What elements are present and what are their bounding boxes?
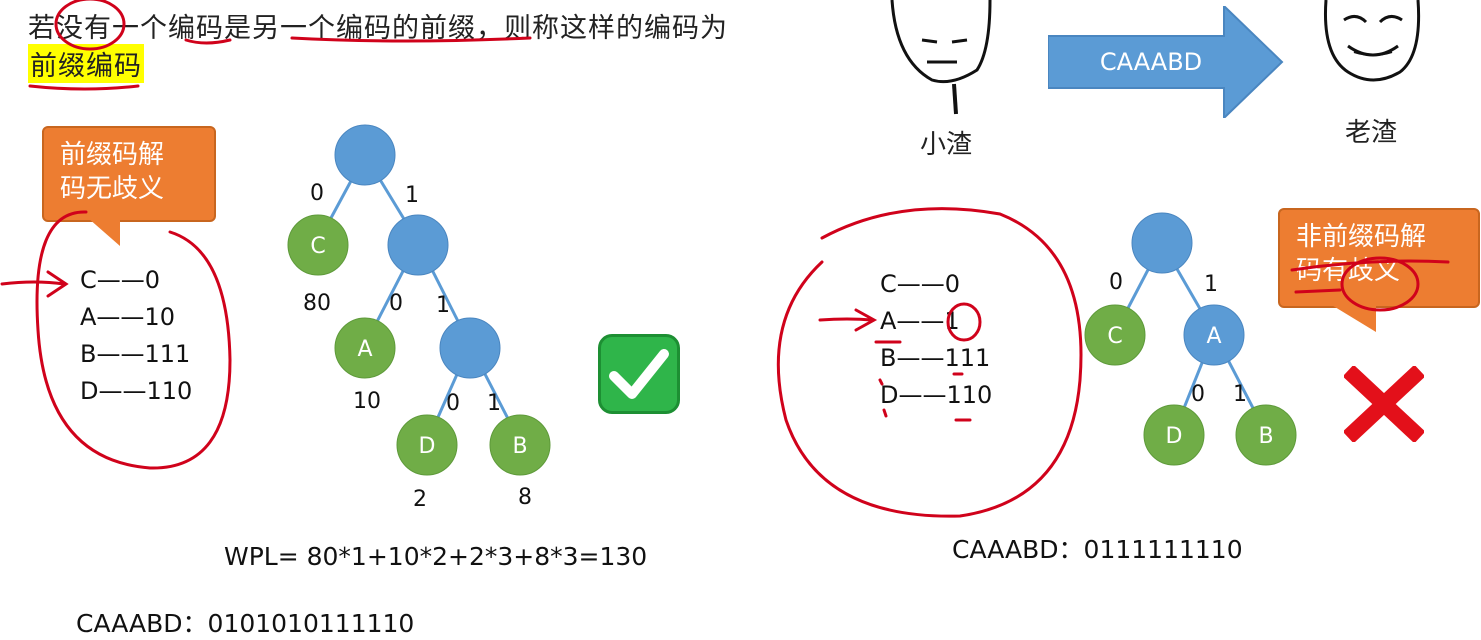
tree-leaf-b (489, 414, 551, 476)
underline-mark (1290, 259, 1450, 272)
code-entry-d: D——110 (880, 381, 993, 409)
code-entry-c: C——0 (880, 270, 961, 298)
weight-label-c: 80 (303, 291, 331, 316)
cross-mark-icon (1344, 366, 1424, 442)
tree-leaf-b (1235, 404, 1297, 466)
edge-label: 1 (436, 293, 450, 318)
edge-label: 1 (1233, 382, 1247, 407)
circle-mark (54, 0, 126, 51)
tree-root-node (334, 124, 396, 186)
sender-name: 小渣 (920, 130, 973, 160)
code-entry-c: C——0 (80, 266, 161, 294)
circle-mark (776, 207, 1083, 518)
tree-node-a (1183, 304, 1245, 366)
dash-mark (882, 408, 888, 418)
receiver-name: 老渣 (1345, 118, 1398, 148)
node-label-b: B (512, 434, 527, 459)
arrow-mark (0, 270, 69, 298)
underline-mark (1294, 288, 1342, 294)
code-entry-a: A——10 (80, 303, 175, 331)
left-encoding-result: CAAABD：0101010111110 (76, 609, 415, 638)
tree-leaf-c (287, 214, 349, 276)
weight-label-d: 2 (413, 487, 427, 512)
node-label-a: A (1206, 324, 1221, 349)
non-prefix-code-tree: C A D B 0 1 0 1 (1084, 212, 1297, 466)
tree-internal-node (439, 317, 501, 379)
edge-label: 1 (1204, 272, 1218, 297)
right-code-list: C——0 A——1 B——111 D——110 (880, 266, 992, 414)
weight-label-b: 8 (518, 485, 532, 510)
tree-leaf-c (1084, 304, 1146, 366)
prefix-code-tree: C A D B 0 1 0 1 0 1 80 10 2 8 (287, 124, 551, 512)
edge-label: 1 (405, 183, 419, 208)
message-arrow: CAAABD (1048, 6, 1284, 118)
edge-label: 0 (310, 181, 324, 206)
wpl-formula: WPL= 80*1+10*2+2*3+8*3=130 (224, 542, 648, 571)
node-label-a: A (357, 337, 372, 362)
circle-mark (1340, 256, 1420, 312)
weight-label-a: 10 (353, 389, 381, 414)
prefix-code-term: 前缀编码 (28, 44, 144, 83)
node-label-d: D (419, 434, 436, 459)
sender-face-icon (890, 0, 992, 115)
code-entry-b: B——111 (880, 344, 991, 372)
node-label-d: D (1166, 424, 1183, 449)
definition-text: 若没有一个编码是另一个编码的前缀，则称这样的编码为 (28, 13, 728, 44)
tree-leaf-d (396, 414, 458, 476)
underline-mark (184, 38, 232, 45)
edge-label: 1 (487, 391, 501, 416)
node-label-c: C (1107, 324, 1122, 349)
tree-leaf-d (1143, 404, 1205, 466)
code-entry-a: A——1 (880, 307, 960, 335)
right-encoding-result: CAAABD：0111111110 (952, 535, 1243, 564)
tree-leaf-a (334, 317, 396, 379)
circle-mark (946, 302, 982, 342)
node-label-b: B (1258, 424, 1273, 449)
circle-mark (35, 210, 232, 470)
edge-label: 0 (389, 291, 403, 316)
tree-internal-node (387, 214, 449, 276)
code-entry-d: D——110 (80, 377, 193, 405)
underline-mark (290, 36, 532, 43)
dash-mark (878, 378, 884, 386)
code-entry-b: B——111 (80, 340, 191, 368)
left-code-list: C——0 A——10 B——111 D——110 (80, 262, 192, 410)
node-label-c: C (310, 234, 325, 259)
arrow-mark (818, 308, 878, 332)
underline-mark (28, 84, 140, 91)
edge-label: 0 (446, 391, 460, 416)
message-arrow-text: CAAABD (1100, 48, 1202, 76)
callout-tail (1330, 304, 1376, 332)
edge-label: 0 (1109, 270, 1123, 295)
check-mark-icon (598, 334, 680, 414)
receiver-face-icon (1324, 0, 1421, 82)
callout-tail (88, 218, 120, 246)
callout-unambiguous: 前缀码解 码无歧义 (42, 126, 216, 222)
tree-root-node (1131, 212, 1193, 274)
edge-label: 0 (1191, 382, 1205, 407)
